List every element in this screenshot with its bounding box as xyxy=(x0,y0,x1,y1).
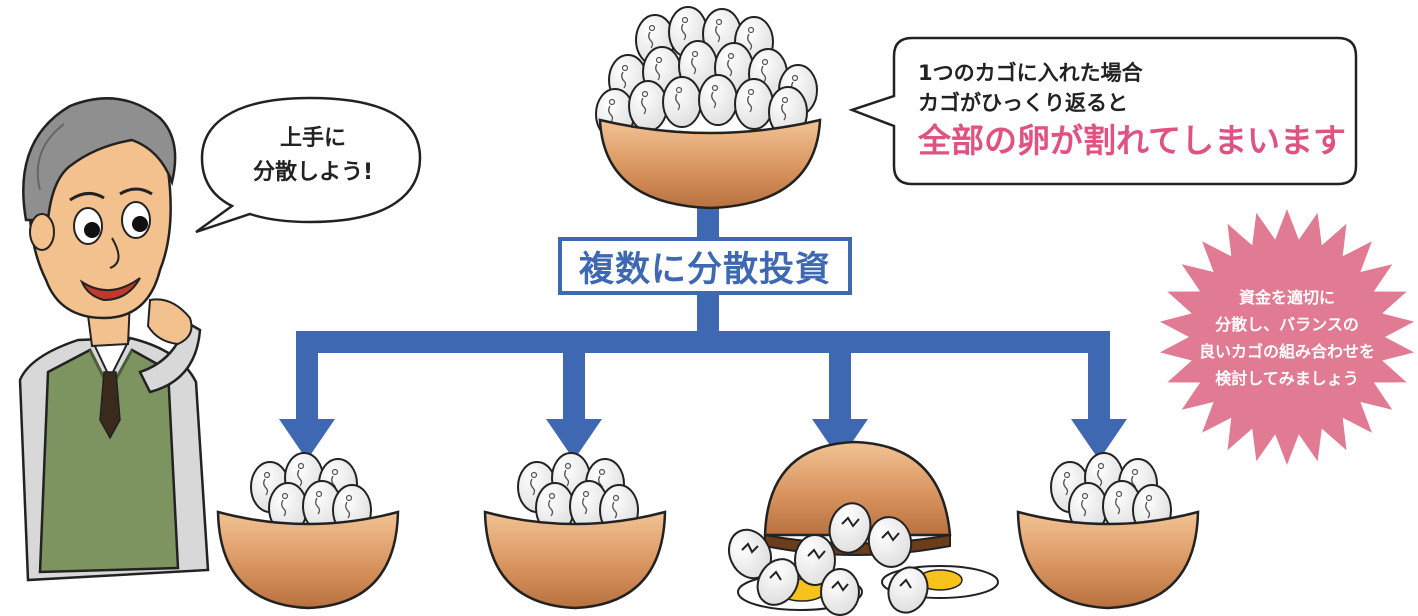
burst-note-line-3: 良いカゴの組み合わせを xyxy=(1198,342,1375,361)
arrow-down-3 xyxy=(812,419,868,460)
arrow-down-1 xyxy=(279,419,335,460)
center-label: 複数に分散投資 xyxy=(558,237,852,295)
man-speech-line-1: 上手に xyxy=(279,126,346,151)
burst-badge-icon xyxy=(1159,209,1415,465)
warning-line-1: 1つのカゴに入れた場合 xyxy=(918,61,1143,85)
egg-basket-icon xyxy=(1016,452,1200,610)
arrow-down-2 xyxy=(546,419,602,460)
burst-note-line-2: 分散し、バランスの xyxy=(1215,315,1359,334)
speech-bubble-icon xyxy=(848,36,1358,186)
connector-tree xyxy=(279,198,1127,460)
egg-basket-icon xyxy=(483,452,667,610)
old-man-icon xyxy=(18,97,210,582)
speech-bubble-icon xyxy=(195,96,422,234)
burst-note-text: 資金を適切に 分散し、バランスの 良いカゴの組み合わせを 検討してみましょう xyxy=(1172,284,1402,392)
egg-basket-icon xyxy=(216,452,400,610)
man-speech-line-2: 分散しよう! xyxy=(252,160,374,185)
man-speech-text: 上手に 分散しよう! xyxy=(238,122,388,190)
burst-note-line-4: 検討してみましょう xyxy=(1215,369,1359,388)
warning-speech-text: 1つのカゴに入れた場合 カゴがひっくり返ると 全部の卵が割れてしまいます xyxy=(918,58,1348,164)
arrow-down-4 xyxy=(1071,419,1127,460)
broken-eggs-icon xyxy=(728,440,999,616)
warning-emphasis: 全部の卵が割れてしまいます xyxy=(918,121,1347,160)
burst-note-line-1: 資金を適切に xyxy=(1238,288,1335,307)
egg-basket-icon xyxy=(595,6,822,210)
warning-line-2: カゴがひっくり返ると xyxy=(918,91,1128,115)
